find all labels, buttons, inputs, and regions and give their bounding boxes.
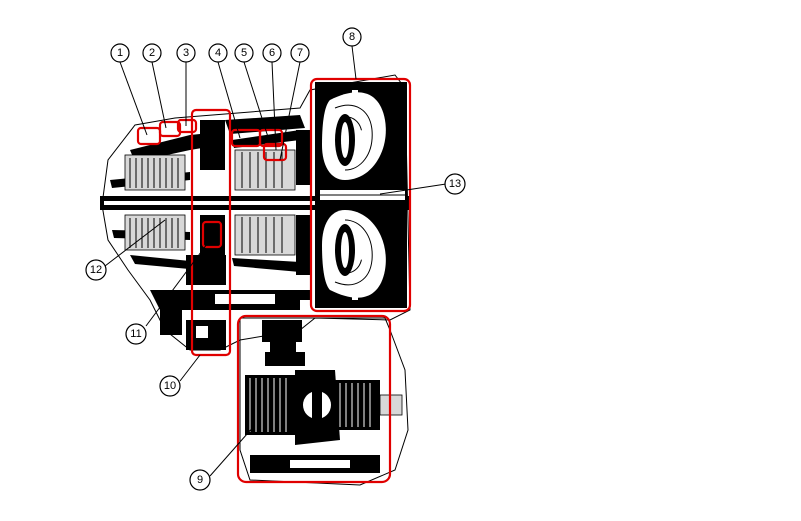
svg-text:4: 4	[215, 47, 221, 59]
leader-lines	[104, 45, 447, 477]
svg-text:8: 8	[349, 31, 355, 43]
svg-text:9: 9	[197, 474, 203, 486]
differential-assembly	[239, 317, 409, 486]
callout-7: 7	[290, 43, 310, 63]
torque-converter	[315, 82, 407, 308]
callout-6: 6	[262, 43, 282, 63]
svg-text:5: 5	[241, 47, 247, 59]
highlight-differential	[236, 314, 392, 484]
svg-text:7: 7	[297, 47, 303, 59]
highlight-boxes	[136, 77, 412, 484]
callout-11: 11	[125, 323, 147, 345]
callout-12: 12	[85, 259, 107, 281]
callout-8: 8	[342, 27, 362, 47]
svg-text:6: 6	[269, 47, 275, 59]
svg-text:2: 2	[149, 47, 155, 59]
callout-1: 1	[110, 43, 130, 63]
callout-9: 9	[189, 469, 211, 491]
callout-2: 2	[142, 43, 162, 63]
svg-text:1: 1	[117, 47, 123, 59]
highlight-brake-11	[201, 220, 223, 249]
gearbox-housing	[100, 74, 411, 351]
svg-text:12: 12	[90, 264, 102, 276]
highlight-center-support	[190, 108, 232, 357]
svg-text:11: 11	[130, 328, 141, 340]
highlight-clutch-3	[176, 118, 198, 134]
callout-3: 3	[176, 43, 196, 63]
callout-4: 4	[208, 43, 228, 63]
callout-10: 10	[159, 375, 181, 397]
highlight-clutch-1	[136, 126, 162, 146]
callout-13: 13	[444, 173, 466, 195]
highlight-clutch-2	[158, 120, 182, 138]
svg-text:3: 3	[183, 47, 189, 59]
svg-text:10: 10	[164, 380, 176, 392]
highlight-clutch-6	[262, 142, 288, 162]
callout-5: 5	[234, 43, 254, 63]
highlight-clutch-5	[258, 128, 284, 148]
highlight-torque-converter	[309, 77, 412, 313]
svg-text:13: 13	[449, 178, 461, 190]
